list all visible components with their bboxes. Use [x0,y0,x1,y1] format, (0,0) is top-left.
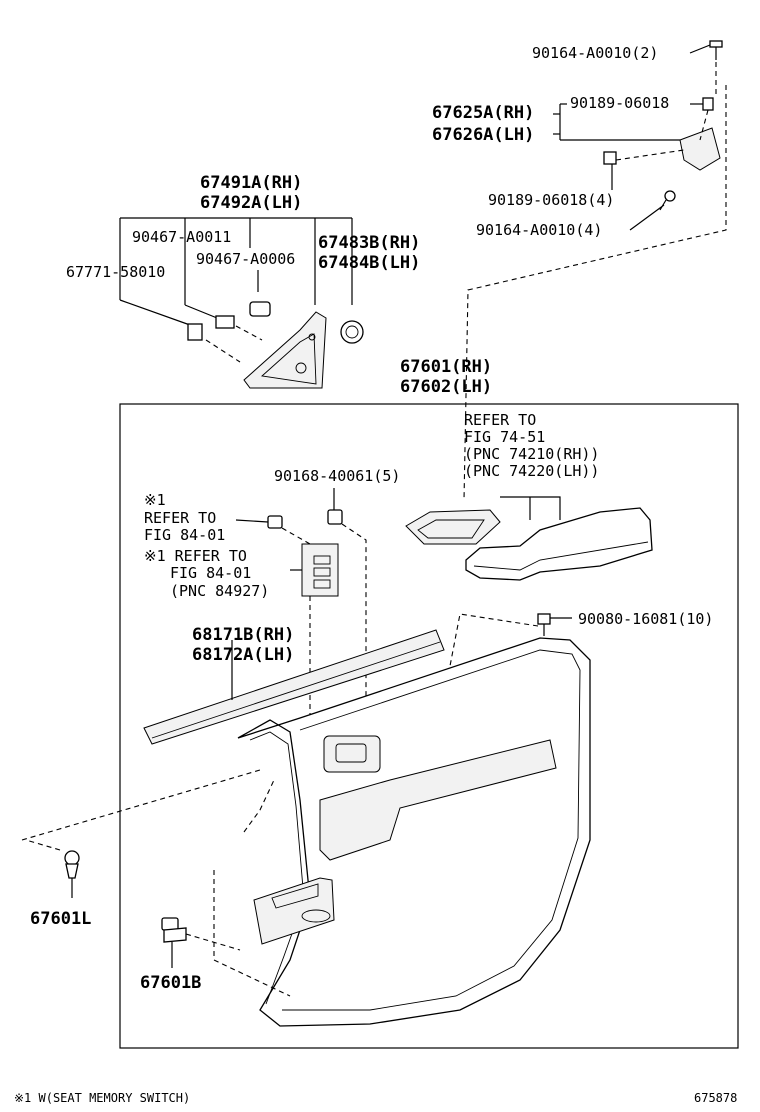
door-trim-assembly-frame [119,403,739,1049]
inside-handle [323,735,381,773]
footer-note: ※1 W(SEAT MEMORY SWITCH) [14,1091,190,1105]
label-67492A: 67492A(LH) [200,193,302,213]
ref84b-line3: (PNC 84927) [170,582,269,600]
ref74-line3: (PNC 74210(RH)) [464,445,599,463]
label-90189-a: 90189-06018 [570,94,669,112]
clip-90189-b [603,151,617,165]
weatherstrip-68171B [143,629,445,745]
label-90080: 90080-16081(10) [578,610,713,628]
figure-id: 675878 [694,1091,737,1105]
label-67483B: 67483B(RH) [318,233,420,253]
armrest-group [405,496,653,581]
label-67484B: 67484B(LH) [318,253,420,273]
garnish-group [119,217,364,389]
label-67625A: 67625A(RH) [432,103,534,123]
label-90164-top: 90164-A0010(2) [532,44,658,62]
clip-67601B [161,917,241,968]
label-90189-b: 90189-06018(4) [488,191,614,209]
grill-67483B [340,320,364,344]
screw-90164-b [659,190,676,211]
ref74-line1: REFER TO [464,411,536,429]
door-trim-panel [21,637,591,1027]
ref84b-line1: ※1 REFER TO [144,547,247,565]
label-90467-a0006: 90467-A0006 [196,250,295,268]
clip-90189-a [702,97,714,111]
label-68171B: 68171B(RH) [192,625,294,645]
armrest-74210 [465,507,653,581]
ref74-line4: (PNC 74220(LH)) [464,462,599,480]
ref84a-line1: REFER TO [144,509,216,527]
note-mark: ※1 [144,491,166,509]
seat-memory-switch [301,543,339,597]
garnish-67491A [243,311,327,389]
screw-90164-top [709,40,723,60]
ref84b-line2: FIG 84-01 [170,564,251,582]
label-67771: 67771-58010 [66,263,165,281]
label-67626A: 67626A(LH) [432,125,534,145]
clip-67771 [187,323,203,341]
label-67601: 67601(RH) [400,357,492,377]
ref74-line2: FIG 74-51 [464,428,545,446]
label-90467-a0011: 90467-A0011 [132,228,231,246]
clip-90168 [327,509,343,525]
label-67601L: 67601L [30,909,91,929]
screw-refer-84-01 [267,515,283,529]
labels: 90164-A0010(2) 67625A(RH) 67626A(LH) 901… [30,44,713,993]
clip-67601L [25,839,80,898]
clip-90467-a0011 [215,315,235,329]
top-bracket-group [463,40,727,501]
label-90168: 90168-40061(5) [274,467,400,485]
label-90164-b: 90164-A0010(4) [476,221,602,239]
label-67491A: 67491A(RH) [200,173,302,193]
bracket-67625A [679,127,721,171]
switch-group [235,488,367,730]
ref84a-line2: FIG 84-01 [144,526,225,544]
pocket-74210 [405,509,501,545]
label-67602: 67602(LH) [400,377,492,397]
clip-90467-a0006 [249,301,271,317]
label-68172A: 68172A(LH) [192,645,294,665]
label-67601B: 67601B [140,973,201,993]
